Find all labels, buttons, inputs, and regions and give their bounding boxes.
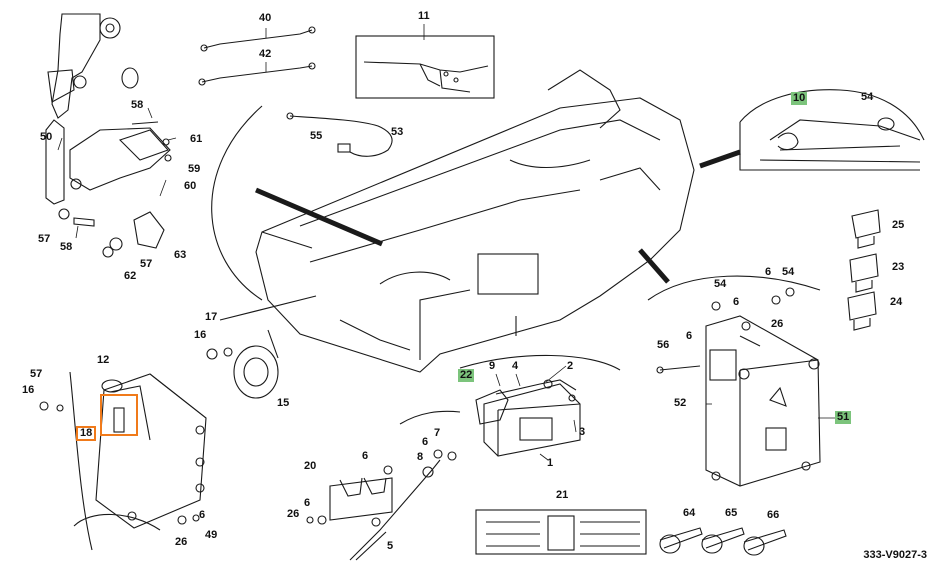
callout-63: 63 xyxy=(174,249,187,261)
callout-17: 17 xyxy=(205,311,218,323)
battery xyxy=(475,379,581,457)
callout-23: 23 xyxy=(892,261,905,273)
callout-26-fusebox: 26 xyxy=(771,318,784,330)
callout-55: 55 xyxy=(310,130,323,142)
callout-16-horn: 16 xyxy=(194,329,207,341)
callout-20: 20 xyxy=(304,460,317,472)
callout-54-fusebox-left: 54 xyxy=(714,278,727,290)
callout-22: 22 xyxy=(458,369,475,382)
callout-66: 66 xyxy=(767,509,780,521)
cables-40-42 xyxy=(198,26,316,86)
callout-60: 60 xyxy=(184,180,197,192)
highlight-18-box xyxy=(100,394,138,436)
fuses xyxy=(847,209,881,331)
callout-9: 9 xyxy=(489,360,496,372)
callout-6-bracket: 6 xyxy=(422,436,429,448)
callout-24: 24 xyxy=(890,296,903,308)
callout-61: 61 xyxy=(190,133,203,145)
callout-16-ecu: 16 xyxy=(22,384,35,396)
cable-ties xyxy=(659,527,787,556)
callout-5: 5 xyxy=(387,540,394,552)
callout-57-ecu: 57 xyxy=(30,368,43,380)
callout-1: 1 xyxy=(547,457,554,469)
horn xyxy=(206,329,279,399)
callout-11: 11 xyxy=(418,10,430,22)
callout-56: 56 xyxy=(657,339,670,351)
callout-6-ecu: 6 xyxy=(199,509,206,521)
callout-10: 10 xyxy=(791,92,808,105)
ecu-panel xyxy=(39,371,207,551)
callout-52: 52 xyxy=(674,397,687,409)
callout-6-fusebox-b: 6 xyxy=(733,296,740,308)
callout-3: 3 xyxy=(579,426,586,438)
callout-58-bottom: 58 xyxy=(60,241,73,253)
callout-51: 51 xyxy=(835,411,852,424)
callout-6-bracket-b: 6 xyxy=(362,450,369,462)
callout-8: 8 xyxy=(417,451,424,463)
callout-42: 42 xyxy=(259,48,272,60)
leader-lines xyxy=(57,24,838,461)
harness-53-55 xyxy=(286,112,393,157)
callout-49: 49 xyxy=(205,529,218,541)
drawing-reference: 333-V9027-3 xyxy=(863,549,927,561)
callout-15: 15 xyxy=(277,397,290,409)
inset-10 xyxy=(739,89,925,171)
callout-65: 65 xyxy=(725,507,738,519)
callout-6-fusebox-a: 6 xyxy=(765,266,772,278)
callout-64: 64 xyxy=(683,507,696,519)
label-21 xyxy=(475,509,647,555)
callout-57-left: 57 xyxy=(38,233,51,245)
callout-7: 7 xyxy=(434,427,441,439)
bracket-assembly xyxy=(45,13,172,258)
callout-26-ecu: 26 xyxy=(175,536,188,548)
callout-12: 12 xyxy=(97,354,110,366)
callout-6-fusebox-c: 6 xyxy=(686,330,693,342)
callout-54-fusebox-right: 54 xyxy=(782,266,795,278)
callout-53: 53 xyxy=(391,126,404,138)
inset-11 xyxy=(355,35,495,99)
callout-62: 62 xyxy=(124,270,137,282)
callout-40: 40 xyxy=(259,12,272,24)
callout-18: 18 xyxy=(76,426,97,441)
callout-21: 21 xyxy=(556,489,569,501)
bracket-20 xyxy=(306,449,457,561)
callout-25: 25 xyxy=(892,219,905,231)
fusebox xyxy=(656,287,821,487)
callout-2: 2 xyxy=(567,360,574,372)
callout-50: 50 xyxy=(40,131,53,143)
chassis xyxy=(255,69,695,373)
callout-58-top: 58 xyxy=(131,99,144,111)
callout-59: 59 xyxy=(188,163,201,175)
callout-6-bracket-c: 6 xyxy=(304,497,311,509)
callout-26-bracket: 26 xyxy=(287,508,300,520)
callout-54-top: 54 xyxy=(861,91,874,103)
callout-57-mid: 57 xyxy=(140,258,153,270)
callout-4: 4 xyxy=(512,360,519,372)
